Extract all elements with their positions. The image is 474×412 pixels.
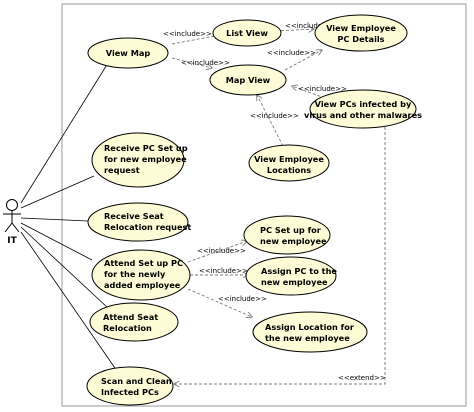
label-include-3: <<include>>	[285, 22, 334, 30]
label-include-2: <<include>>	[181, 59, 230, 67]
use-case-label-line-1: View Employee	[326, 23, 396, 33]
association-attend-pc-setup	[20, 222, 93, 261]
include-attend-pcsetup	[187, 241, 247, 263]
actor-right-leg	[11, 222, 20, 233]
associations	[20, 62, 118, 372]
use-case-view-employee-pc-details[interactable]: View Employee PC Details	[314, 14, 408, 52]
use-case-assign-pc-new-employee[interactable]: Assign PC to the new employee	[245, 256, 337, 296]
actor-head	[6, 199, 18, 211]
use-case-label-line-1: PC Set up for	[260, 225, 322, 235]
use-case-label-line-3: request	[104, 165, 140, 175]
system-boundary	[61, 3, 467, 407]
use-case-label-line-2: Relocation request	[104, 222, 191, 232]
use-case-label-line-1: Attend Set up PC	[104, 258, 183, 268]
use-case-label-line-1: Assign PC to the	[261, 266, 337, 276]
actor-left-leg	[4, 222, 13, 233]
use-case-view-map[interactable]: View Map	[87, 37, 169, 69]
use-case-label-line-2: Relocation	[103, 323, 152, 333]
use-case-map-view[interactable]: Map View	[209, 64, 287, 96]
association-receive-pc-setup	[20, 175, 95, 209]
use-case-label-line-1: View Employee	[254, 154, 324, 164]
label-include-9: <<include>>	[218, 295, 267, 303]
association-receive-seat-relocation	[20, 217, 89, 222]
use-case-receive-seat-relocation[interactable]: Receive Seat Relocation request	[87, 202, 191, 242]
use-case-label: Map View	[226, 75, 271, 85]
use-case-label-line-2: the new employee	[265, 333, 350, 343]
use-case-assign-location-new-employee[interactable]: Assign Location for the new employee	[252, 311, 368, 353]
use-case-attend-seat-relocation[interactable]: Attend Seat Relocation	[89, 302, 179, 342]
use-case-view-pcs-infected[interactable]: View PCs infected by virus and other mal…	[304, 89, 422, 129]
association-attend-seat-relocation	[20, 226, 109, 309]
use-case-label-line-1: Attend Seat	[103, 312, 158, 322]
label-include-6: <<include>>	[250, 112, 299, 120]
use-case-label-line-3: added employee	[104, 280, 181, 290]
use-case-pc-setup-new-employee[interactable]: PC Set up for new employee	[243, 215, 331, 255]
label-include-7: <<include>>	[197, 247, 246, 255]
use-case-label-line-1: Receive Seat	[104, 211, 164, 221]
include-attend-assignlocation	[187, 288, 252, 317]
association-view-map	[20, 62, 109, 204]
use-case-label-line-2: Locations	[267, 165, 311, 175]
stereotype-labels: <<include>> <<include>> <<include>> <<in…	[163, 22, 386, 382]
use-case-scan-clean-infected[interactable]: Scan and Clean Infected PCs	[86, 366, 174, 406]
include-locations-mapview	[257, 95, 284, 147]
use-case-label-line-2: for new employee	[104, 154, 187, 164]
use-case-attend-pc-setup[interactable]: Attend Set up PC for the newly added emp…	[91, 249, 191, 301]
label-extend: <<extend>>	[338, 374, 386, 382]
label-include-1: <<include>>	[163, 30, 212, 38]
use-case-receive-pc-setup[interactable]: Receive PC Set up for new employee reque…	[91, 132, 188, 188]
label-include-8: <<include>>	[199, 267, 248, 275]
use-case-label-line-2: virus and other malwares	[304, 110, 422, 120]
include-viewmap-mapview	[171, 57, 212, 68]
use-case-label: List View	[226, 28, 268, 38]
label-include-5: <<include>>	[298, 85, 347, 93]
association-scan-clean	[20, 231, 118, 372]
actor-label: IT	[7, 236, 17, 246]
actor-it[interactable]: IT	[3, 199, 21, 247]
use-case-label-line-2: PC Details	[337, 34, 384, 44]
include-mapview-pcdetails	[284, 50, 322, 71]
extend-infected-scan	[174, 127, 386, 384]
use-case-label-line-1: Scan and Clean	[101, 376, 172, 386]
use-case-view-employee-locations[interactable]: View Employee Locations	[248, 144, 330, 182]
include-viewmap-listview	[171, 35, 220, 45]
use-case-label-line-2: Infected PCs	[101, 387, 159, 397]
use-case-label-line-2: for the newly	[104, 269, 166, 279]
use-case-list-view[interactable]: List View	[212, 19, 282, 47]
use-case-label-line-1: Receive PC Set up	[104, 143, 188, 153]
use-case-label-line-1: Assign Location for	[265, 322, 355, 332]
label-include-4: <<include>>	[267, 49, 316, 57]
dependencies	[171, 29, 386, 384]
use-case-label-line-1: View PCs infected by	[315, 99, 412, 109]
include-listview-pcdetails	[275, 29, 314, 31]
use-case-label-line-2: new employee	[261, 277, 328, 287]
include-infected-mapview	[292, 86, 326, 99]
use-case-label-line-2: new employee	[260, 236, 327, 246]
use-case-label: View Map	[106, 48, 151, 58]
